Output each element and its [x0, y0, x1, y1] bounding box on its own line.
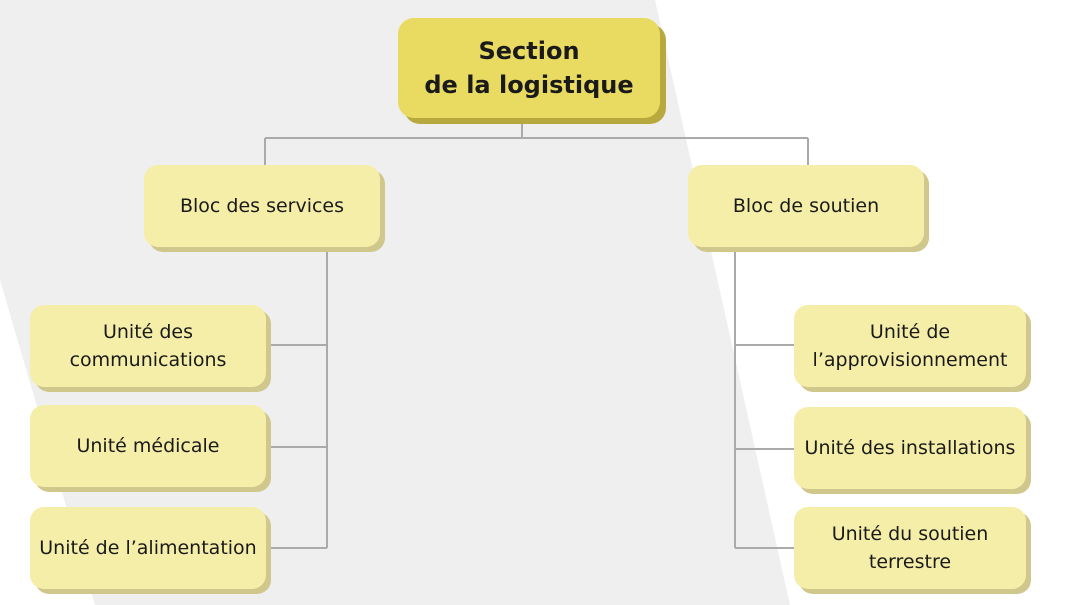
child-node-food: Unité de l’alimentation — [30, 507, 266, 589]
child-node-supply: Unité de l’approvisionnement — [794, 305, 1026, 387]
child-node-medical: Unité médicale — [30, 405, 266, 487]
branch-node-support: Bloc de soutien — [688, 165, 924, 247]
root-node-label: Section de la logistique — [424, 37, 634, 99]
child-node-supply-label: Unité de l’approvisionnement — [812, 321, 1008, 371]
branch-node-services-label: Bloc des services — [179, 195, 345, 217]
child-node-land-support-label: Unité du soutien terrestre — [831, 523, 989, 573]
child-node-land-support: Unité du soutien terrestre — [794, 507, 1026, 589]
child-node-medical-label: Unité médicale — [76, 435, 220, 457]
child-node-facilities: Unité des installations — [794, 407, 1026, 489]
branch-node-services: Bloc des services — [144, 165, 380, 247]
child-node-communications: Unité des communications — [30, 305, 266, 387]
root-node-logistics-section: Section de la logistique — [398, 18, 660, 118]
child-node-food-label: Unité de l’alimentation — [39, 537, 257, 559]
branch-node-support-label: Bloc de soutien — [732, 195, 880, 217]
child-node-communications-label: Unité des communications — [69, 321, 227, 371]
child-node-facilities-label: Unité des installations — [804, 437, 1016, 459]
